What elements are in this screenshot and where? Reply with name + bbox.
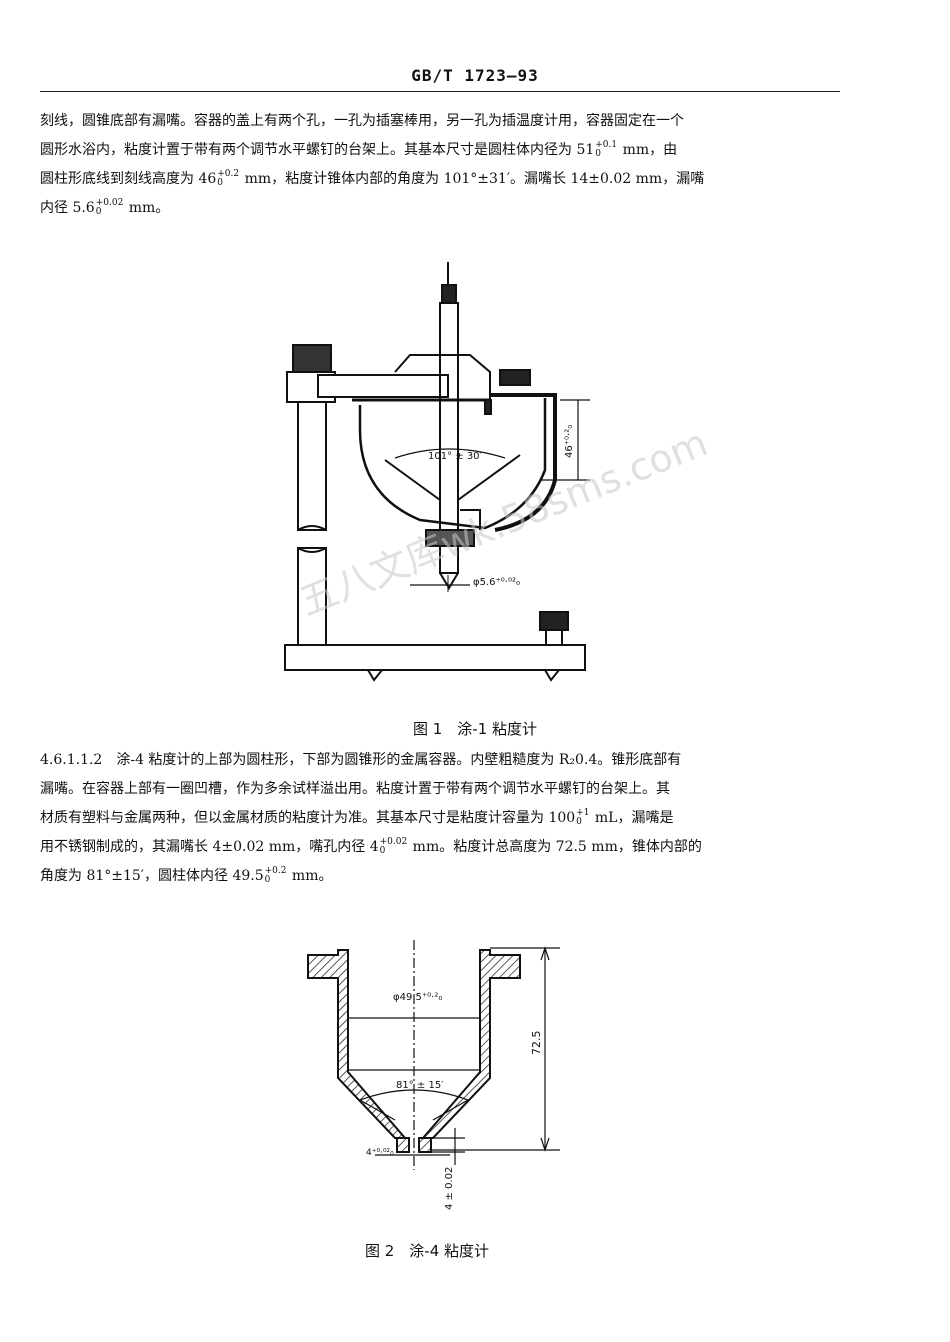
para2-line4-end: mm。粘度计总高度为 72.5 mm，锥体内部的 bbox=[408, 839, 702, 855]
base-plate bbox=[284, 644, 586, 671]
tol-lower: 0 bbox=[595, 149, 601, 159]
para1-line3-text: 圆柱形底线到刻线高度为 46 bbox=[40, 171, 217, 187]
figure2-diameter-label: φ49.5⁺⁰·²₀ bbox=[393, 992, 442, 1003]
figure2-hole-label: 4⁺⁰·⁰²₀ bbox=[366, 1148, 394, 1158]
tol-lower: 0 bbox=[264, 875, 271, 885]
tol-upper: +0.2 bbox=[264, 866, 287, 876]
para2-line1: 4.6.1.1.2 涂-4 粘度计的上部为圆柱形，下部为圆锥形的金属容器。内壁粗… bbox=[40, 752, 682, 768]
tol-upper: +1 bbox=[576, 808, 590, 818]
para1-line4-end: mm。 bbox=[124, 200, 170, 216]
para2-line3-text: 材质有塑料与金属两种，但以金属材质的粘度计为准。其基本尺寸是粘度计容量为 100 bbox=[40, 810, 576, 826]
tol-upper: +0.2 bbox=[217, 169, 240, 179]
figure1-angle-label: 101° ± 30′ bbox=[428, 451, 483, 462]
para2-line3-end: mL，漏嘴是 bbox=[590, 810, 674, 826]
figure1-caption: 图 1 涂-1 粘度计 bbox=[412, 720, 538, 738]
para2-line5-text: 角度为 81°±15′，圆柱体内径 49.5 bbox=[40, 868, 264, 884]
figure2-height-label: 72.5 bbox=[530, 1031, 543, 1056]
tol-upper: +0.02 bbox=[379, 837, 408, 847]
para1-line2-end: mm，由 bbox=[618, 142, 678, 158]
para2-line3: 材质有塑料与金属两种，但以金属材质的粘度计为准。其基本尺寸是粘度计容量为 100… bbox=[40, 804, 840, 832]
para1-line1: 刻线，圆锥底部有漏嘴。容器的盖上有两个孔，一孔为插塞棒用，另一孔为插温度计用，容… bbox=[40, 113, 684, 129]
figure1-drawing: 101° ± 30′ 46⁺⁰·²₀ φ5.6⁺⁰·⁰²₀ bbox=[284, 262, 590, 682]
para1-line2: 圆形水浴内，粘度计置于带有两个调节水平螺钉的台架上。其基本尺寸是圆柱体内径为 5… bbox=[40, 136, 840, 164]
leveling-foot-left bbox=[367, 669, 383, 682]
para2-line5-end: mm。 bbox=[287, 868, 333, 884]
tol-lower: 0 bbox=[576, 817, 582, 827]
page-header: GB/T 1723—93 bbox=[411, 66, 539, 85]
tol-upper: +0.1 bbox=[595, 140, 618, 150]
tol-lower: 0 bbox=[95, 207, 102, 217]
para1-line3-end: mm，粘度计锥体内部的角度为 101°±31′。漏嘴长 14±0.02 mm，漏… bbox=[240, 171, 705, 187]
para1-line4-text: 内径 5.6 bbox=[40, 200, 95, 216]
header-rule bbox=[40, 91, 840, 92]
tol-lower: 0 bbox=[379, 846, 386, 856]
para2-line4-text: 用不锈钢制成的，其漏嘴长 4±0.02 mm，嘴孔内径 4 bbox=[40, 839, 379, 855]
figure1-height-label: 46⁺⁰·²₀ bbox=[564, 425, 575, 458]
figure2-drawing: φ49.5⁺⁰·²₀ 72.5 81° ± 15′ 4⁺⁰·⁰²₀ 4 ± 0.… bbox=[307, 940, 560, 1210]
tol-lower: 0 bbox=[217, 178, 223, 188]
leveling-foot-right bbox=[544, 669, 560, 682]
tol-upper: +0.02 bbox=[95, 198, 124, 208]
figure2-length-label: 4 ± 0.02 bbox=[444, 1167, 455, 1210]
figure2-caption: 图 2 涂-4 粘度计 bbox=[365, 1242, 490, 1260]
para2-line2: 漏嘴。在容器上部有一圈凹槽，作为多余试样溢出用。粘度计置于带有两个调节水平螺钉的… bbox=[40, 781, 670, 797]
figure2-angle-label: 81° ± 15′ bbox=[396, 1080, 444, 1091]
figure1-diameter-label: φ5.6⁺⁰·⁰²₀ bbox=[473, 577, 520, 588]
para1-line2-text: 圆形水浴内，粘度计置于带有两个调节水平螺钉的台架上。其基本尺寸是圆柱体内径为 5… bbox=[40, 142, 595, 158]
